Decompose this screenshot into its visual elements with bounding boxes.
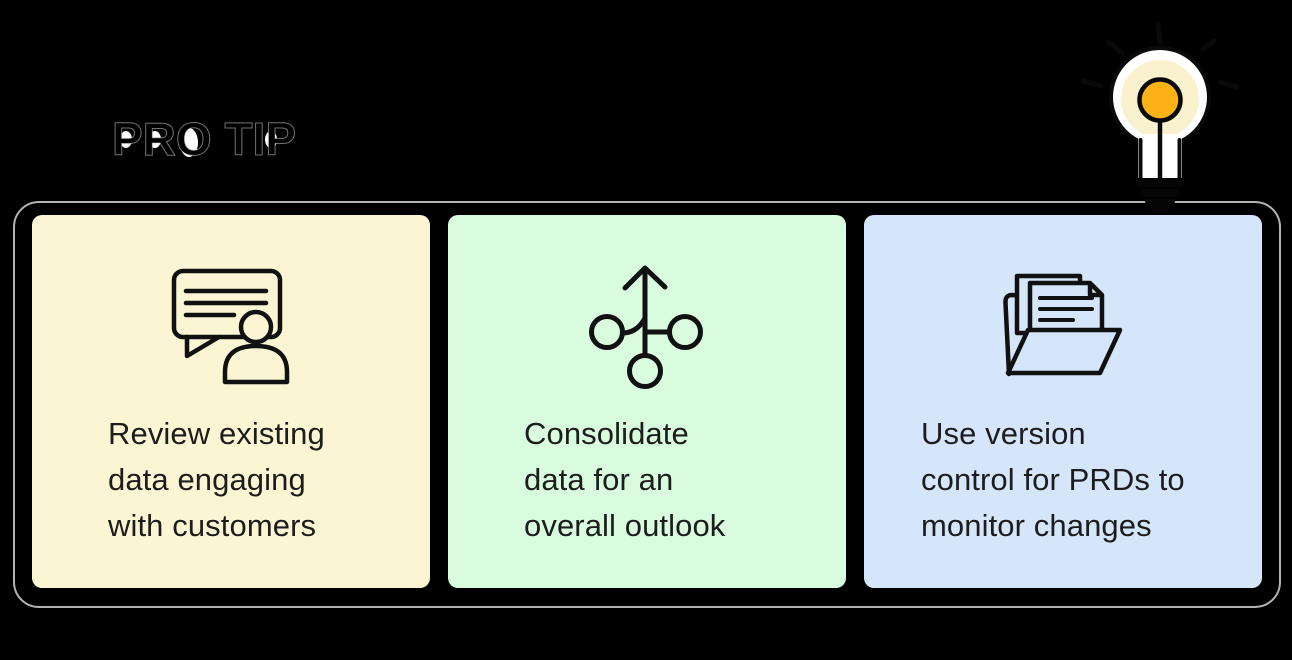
tip-text: Review existing data engaging with custo… xyxy=(108,411,325,549)
left-branch xyxy=(620,315,648,336)
tip-card-consolidate-data: Consolidate data for an overall outlook xyxy=(448,215,846,588)
folder-documents-icon xyxy=(1003,273,1123,377)
left-node xyxy=(589,314,625,350)
folded-corner xyxy=(1087,283,1102,298)
ray-upper-left xyxy=(1106,39,1125,56)
ray-right xyxy=(1217,79,1240,90)
letter-counter-dot xyxy=(180,128,198,157)
tip-text-line: monitor changes xyxy=(921,508,1152,543)
tip-text-line: data for an xyxy=(524,462,674,497)
bottom-node xyxy=(627,353,663,389)
tip-text-line: data engaging xyxy=(108,462,306,497)
bulb-base xyxy=(1136,178,1184,213)
folder-tab xyxy=(1003,292,1025,377)
merge-arrows-icon xyxy=(589,265,703,389)
tip-text: Consolidate data for an overall outlook xyxy=(524,411,725,549)
tip-text-line: Review existing xyxy=(108,416,325,451)
filament-core xyxy=(1137,77,1183,123)
tip-text-line: Use version xyxy=(921,416,1086,451)
tip-text-line: Consolidate xyxy=(524,416,689,451)
right-node xyxy=(667,314,703,350)
tips-panel: Review existing data engaging with custo… xyxy=(13,201,1281,608)
person-head xyxy=(238,309,274,345)
page-title-text: PRO TIP xyxy=(112,113,297,165)
lightbulb-icon xyxy=(1080,21,1240,213)
ray-upper-right xyxy=(1200,38,1217,52)
tip-text-line: control for PRDs to xyxy=(921,462,1185,497)
letter-counter-dot xyxy=(265,131,277,148)
tip-card-version-control: Use version control for PRDs to monitor … xyxy=(864,215,1262,588)
page-title: PRO TIP xyxy=(112,116,312,166)
tip-text-line: overall outlook xyxy=(524,508,726,543)
bubble-tail xyxy=(184,334,222,359)
arrow-head xyxy=(622,265,668,291)
chat-person-icon xyxy=(171,268,290,385)
tip-text: Use version control for PRDs to monitor … xyxy=(921,411,1185,549)
tip-text-line: with customers xyxy=(108,508,317,543)
folder-front xyxy=(1005,327,1123,376)
speech-bubble xyxy=(171,268,283,340)
person-shoulders xyxy=(222,343,290,385)
letter-counter-dot xyxy=(120,131,132,148)
ray-top xyxy=(1155,21,1163,45)
ray-left xyxy=(1080,78,1104,89)
tip-card-review-data: Review existing data engaging with custo… xyxy=(32,215,430,588)
letter-counter-dot xyxy=(149,131,161,148)
